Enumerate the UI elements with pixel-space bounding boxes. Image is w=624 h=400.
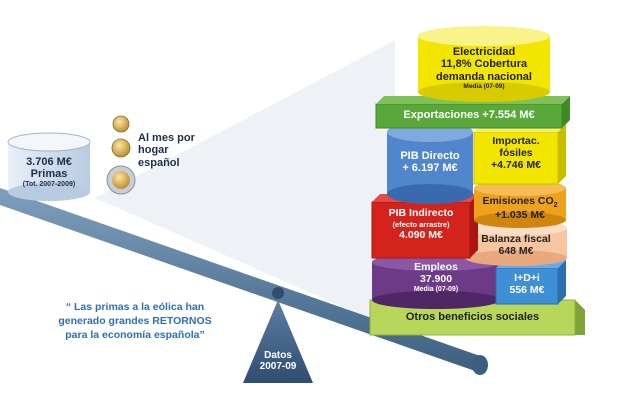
primas-label: Primas (30, 168, 68, 181)
balanza-label: Balanza fiscal 648 M€ (465, 233, 567, 258)
balanza-line2: 648 M€ (498, 244, 534, 257)
block-electricidad-shape (418, 26, 550, 102)
left-pan-label: 3.706 M€ Primas (Tot. 2007-2009) (14, 156, 84, 188)
electricidad-note: Media (07-09) (463, 82, 505, 90)
importac-line1: Importac. (492, 135, 540, 147)
pib-indirecto-note: (efecto arrastre) (392, 219, 450, 229)
empleos-line2: 37.900 (419, 272, 453, 285)
fulcrum-line1: Datos (264, 350, 292, 361)
block-exportaciones-shape (375, 96, 570, 129)
importac-line3: +4.746 M€ (491, 158, 541, 171)
electricidad-line2: 11,8% Cobertura (440, 58, 528, 71)
importac-label: Importac. fósiles +4.746 M€ (474, 135, 558, 171)
exportaciones-label: Exportaciones +7.554 M€ (403, 109, 535, 121)
left-pan (7, 132, 91, 201)
idi-label: I+D+i 556 M€ (496, 272, 558, 297)
fulcrum-label: Datos 2007-09 (246, 350, 310, 372)
coins-caption-line2: español (138, 156, 180, 169)
beam-end-cap (472, 355, 488, 375)
pib-directo-line2: + 6.197 M€ (402, 162, 458, 175)
fulcrum-triangle (243, 300, 313, 383)
electricidad-label: Electricidad 11,8% Cobertura demanda nac… (418, 46, 550, 90)
emisiones-line1: Emisiones CO2 (474, 195, 566, 210)
block-idi-shape (495, 260, 566, 305)
emisiones-line1-text: Emisiones CO (482, 195, 554, 207)
electricidad-line3: demanda nacional (436, 70, 532, 83)
pib-indirecto-line1: PIB Indirecto (388, 207, 454, 219)
idi-line2: 556 M€ (509, 283, 545, 296)
pib-directo-label: PIB Directo + 6.197 M€ (387, 150, 473, 175)
pib-indirecto-line3: 4.090 M€ (399, 229, 443, 242)
emisiones-subscript: 2 (553, 202, 558, 210)
quote-line1: “ Las primas a la eólica han (65, 301, 205, 313)
pib-directo-line1: PIB Directo (400, 150, 460, 162)
coins-icon (106, 115, 136, 195)
coins-caption-line1: Al mes por hogar (138, 132, 195, 157)
block-balanza-shape (465, 220, 567, 266)
background-wedge (95, 40, 395, 330)
quote-line3: para la economía española” (65, 329, 205, 342)
empleos-line1: Empleos (414, 261, 458, 273)
quote-line2: generado grandes RETORNOS (58, 315, 212, 328)
scale-pivot (272, 287, 284, 299)
primas-amount: 3.706 M€ (26, 156, 72, 168)
primas-note: (Tot. 2007-2009) (22, 180, 76, 188)
quote-text: “ Las primas a la eólica han generado gr… (40, 300, 230, 343)
otros-label: Otros beneficios sociales (405, 311, 540, 323)
emisiones-line2: +1.035 M€ (495, 208, 545, 221)
importac-line2: fósiles (499, 146, 533, 159)
empleos-note: Media (07-09) (413, 285, 459, 293)
pib-indirecto-label: PIB Indirecto (efecto arrastre) 4.090 M€ (372, 207, 470, 242)
empleos-label: Empleos 37.900 Media (07-09) (380, 261, 492, 293)
balanza-line1: Balanza fiscal (481, 233, 551, 245)
coins-caption: Al mes por hogar español (138, 132, 228, 169)
scale-beam (0, 188, 483, 372)
idi-line1: I+D+i (514, 272, 540, 284)
emisiones-label: Emisiones CO2 +1.035 M€ (474, 195, 566, 222)
electricidad-line1: Electricidad (452, 46, 516, 58)
fulcrum-line2: 2007-09 (259, 361, 297, 373)
